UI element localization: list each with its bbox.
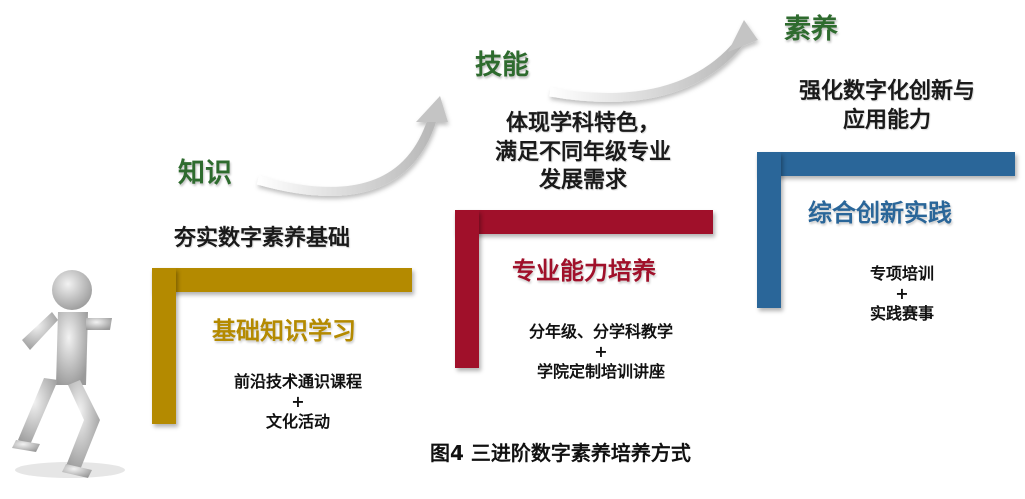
stage2-content-line: 学院定制培训讲座 <box>536 362 665 381</box>
stage2-level: 技能 <box>475 50 529 81</box>
figure-caption: 图4 三进阶数字素养培养方式 <box>430 441 691 465</box>
stage2-goal: 体现学科特色， 满足不同年级专业 发展需求 <box>468 110 698 196</box>
stage3-title: 综合创新实践 <box>808 199 952 227</box>
stage3-level: 素养 <box>784 14 838 45</box>
stage1-content-plus: + <box>291 392 305 411</box>
arrow-2 <box>549 20 758 102</box>
stage1-level: 知识 <box>178 158 232 189</box>
stage3-content-line: 实践赛事 <box>869 304 934 323</box>
stage1-content: 前沿技术通识课程 + 文化活动 <box>210 370 386 434</box>
stage2-content-line: 分年级、分学科教学 <box>528 322 673 341</box>
stage2-title: 专业能力培养 <box>512 257 656 285</box>
stage3-content-plus: + <box>895 284 909 303</box>
arrow-1 <box>256 96 448 196</box>
stage3-goal-line: 强化数字化创新与 <box>798 79 975 104</box>
stage3-goal: 强化数字化创新与 应用能力 <box>772 78 1002 135</box>
stage2-bar-side <box>455 210 479 368</box>
stage3-bar-side <box>757 152 781 308</box>
stage1-title: 基础知识学习 <box>212 317 356 345</box>
stage3-goal-line: 应用能力 <box>842 107 931 133</box>
stage1-goal: 夯实数字素养基础 <box>174 226 351 251</box>
stage1-bar-side <box>152 268 176 424</box>
stage2-goal-line: 发展需求 <box>538 168 627 194</box>
stage3-content-line: 专项培训 <box>869 264 934 283</box>
stage1-bar-top <box>152 268 412 292</box>
stage2-goal-line: 体现学科特色， <box>505 111 660 136</box>
stage2-goal-line: 满足不同年级专业 <box>494 139 671 165</box>
stage1-content-line: 文化活动 <box>265 412 330 431</box>
stage2-content: 分年级、分学科教学 + 学院定制培训讲座 <box>496 320 706 384</box>
stage2-content-plus: + <box>594 342 608 361</box>
stage2-bar-top <box>455 210 713 234</box>
stage3-content: 专项培训 + 实践赛事 <box>830 262 974 326</box>
stage3-bar-top <box>757 152 1015 176</box>
stage1-content-line: 前沿技术通识课程 <box>233 372 362 391</box>
